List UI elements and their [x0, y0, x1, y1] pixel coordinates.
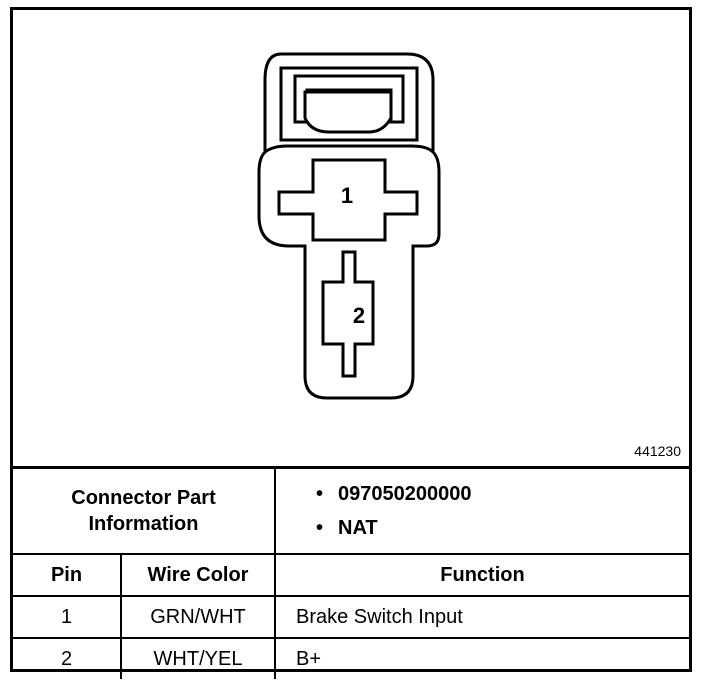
header-pin: Pin: [13, 553, 122, 597]
header-function: Function: [274, 553, 689, 597]
connector-color-text: NAT: [338, 517, 378, 539]
wire-color-cell: GRN/WHT: [120, 595, 276, 639]
connector-info-label: Connector Part Information: [13, 466, 276, 555]
lock-tab-inner: [293, 74, 405, 124]
connector-info-label-text: Connector Part Information: [71, 487, 216, 535]
table-row: 1 GRN/WHT Brake Switch Input: [13, 595, 689, 639]
cavity-1: [277, 158, 419, 242]
bullet-icon: •: [316, 483, 324, 505]
connector-info-values: • 097050200000 • NAT: [274, 466, 689, 555]
table-header-row: Pin Wire Color Function: [13, 553, 689, 597]
function-cell: Brake Switch Input: [274, 595, 689, 639]
connector-color: • NAT: [316, 511, 689, 545]
lock-tab-outer: [279, 66, 419, 142]
wire-color-cell: WHT/YEL: [120, 637, 276, 679]
connector-drawing: 1 2: [257, 52, 441, 400]
connector-end-view-card: 1 2 441230 Connector Part Information • 0…: [10, 7, 692, 679]
latch-block: [303, 90, 393, 134]
table-row: 2 WHT/YEL B+: [13, 637, 689, 679]
bullet-icon: •: [316, 517, 324, 539]
pin-cell: 1: [13, 595, 122, 639]
pin-cell: 2: [13, 637, 122, 679]
cavity-2: [321, 250, 375, 378]
connector-info-row: Connector Part Information • 097050200000…: [13, 466, 689, 555]
function-cell: B+: [274, 637, 689, 679]
housing-divider: [264, 144, 435, 154]
part-number-text: 097050200000: [338, 483, 472, 505]
figure-number: 441230: [634, 443, 681, 459]
cavity-2-label: 2: [353, 303, 365, 328]
header-wire-color: Wire Color: [120, 553, 276, 597]
connector-pinout-table: Connector Part Information • 097050200000…: [13, 466, 689, 679]
cavity-1-label: 1: [341, 183, 353, 208]
connector-diagram: 1 2 441230: [13, 10, 689, 466]
part-number: • 097050200000: [316, 477, 689, 511]
